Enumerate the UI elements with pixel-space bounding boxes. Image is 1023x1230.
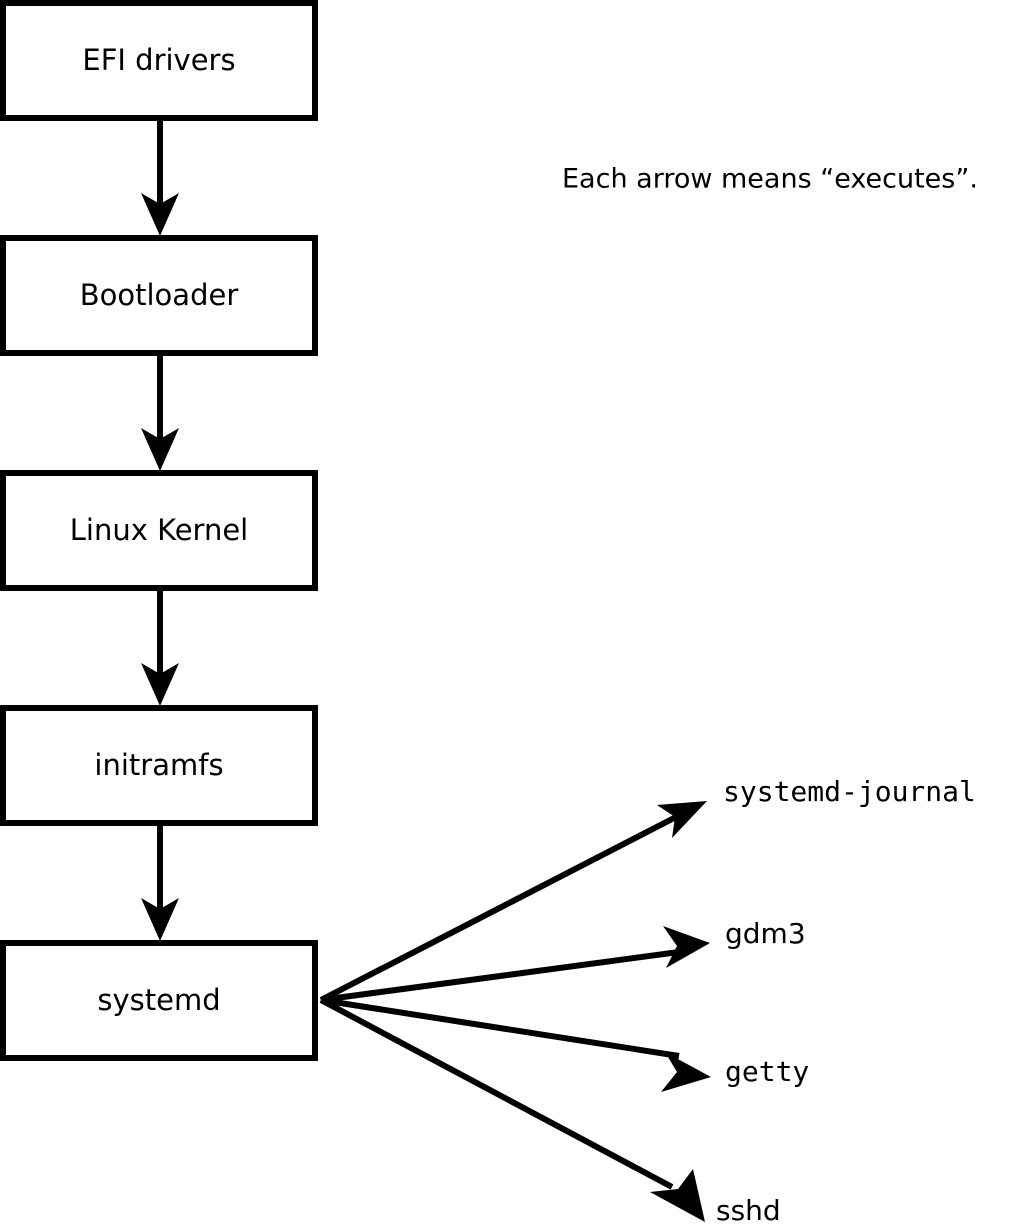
node-linux-kernel[interactable]: Linux Kernel xyxy=(0,470,318,591)
legend-caption: Each arrow means “executes”. xyxy=(562,164,978,195)
node-sshd-label[interactable]: sshd xyxy=(716,1194,781,1227)
edge-systemd-to-gdm3 xyxy=(320,926,710,1003)
node-systemd-journal-label[interactable]: systemd-journal xyxy=(723,775,976,808)
edge-linux-kernel-to-initramfs xyxy=(141,588,179,706)
node-systemd[interactable]: systemd xyxy=(0,940,318,1061)
node-bootloader[interactable]: Bootloader xyxy=(0,235,318,356)
node-efi-drivers[interactable]: EFI drivers xyxy=(0,0,318,121)
edge-systemd-to-sshd xyxy=(319,997,705,1222)
edge-initramfs-to-systemd xyxy=(141,823,179,941)
edge-efi-drivers-to-bootloader xyxy=(141,118,179,236)
node-bootloader-label: Bootloader xyxy=(80,278,239,312)
node-initramfs-label: initramfs xyxy=(94,748,223,782)
node-linux-kernel-label: Linux Kernel xyxy=(70,513,248,547)
edge-systemd-to-getty xyxy=(320,997,711,1092)
node-gdm3-label[interactable]: gdm3 xyxy=(725,917,806,950)
edge-bootloader-to-linux-kernel xyxy=(141,353,179,471)
node-systemd-label: systemd xyxy=(97,983,220,1017)
node-initramfs[interactable]: initramfs xyxy=(0,705,318,826)
node-getty-label[interactable]: getty xyxy=(725,1055,809,1088)
node-efi-drivers-label: EFI drivers xyxy=(82,43,235,77)
edge-systemd-to-systemd-journal xyxy=(319,801,707,1003)
